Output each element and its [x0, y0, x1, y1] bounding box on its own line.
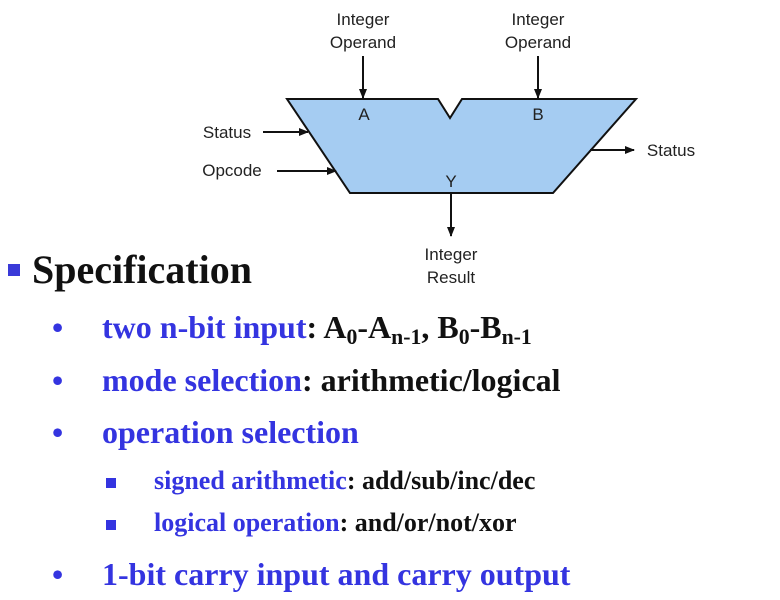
status-out-label: Status	[647, 141, 695, 160]
port-a-label: A	[358, 105, 370, 124]
item-a-subn: n-1	[391, 325, 422, 350]
item-dash2: -B	[469, 309, 502, 345]
round-bullet-icon: •	[52, 309, 64, 345]
opcode-in-label: Opcode	[202, 161, 262, 180]
item-label: two n-bit input	[102, 309, 307, 345]
input-a-label-line1: Integer	[337, 10, 390, 29]
alu-diagram: Integer Operand A Integer Operand B Stat…	[202, 10, 695, 287]
result-label-line1: Integer	[425, 245, 478, 264]
item-rest: : arithmetic/logical	[301, 362, 561, 398]
item-comma: , B	[421, 309, 459, 345]
input-b-label-line1: Integer	[512, 10, 565, 29]
list-item: 1-bit carry input and carry output	[102, 556, 570, 593]
list-item: logical operation: and/or/not/xor	[154, 508, 517, 538]
round-bullet-icon: •	[52, 414, 64, 450]
item-b-subn: n-1	[501, 325, 532, 350]
small-square-bullet-icon	[106, 478, 116, 488]
item-b-sub0: 0	[458, 325, 470, 350]
item-label: operation selection	[102, 414, 359, 450]
port-b-label: B	[532, 105, 543, 124]
list-item: signed arithmetic: add/sub/inc/dec	[154, 466, 535, 496]
round-bullet-icon: •	[52, 362, 64, 398]
list-item: operation selection	[102, 414, 359, 451]
list-item: mode selection: arithmetic/logical	[102, 362, 561, 399]
input-b-label-line2: Operand	[505, 33, 571, 52]
item-a-sub0: 0	[346, 325, 358, 350]
item-rest: : add/sub/inc/dec	[346, 466, 536, 495]
item-label: mode selection	[102, 362, 302, 398]
item-rest: : and/or/not/xor	[339, 508, 517, 537]
square-bullet-icon	[8, 263, 20, 276]
input-a-label-line2: Operand	[330, 33, 396, 52]
spec-heading-text: Specification	[32, 247, 252, 292]
spec-heading: Specification	[8, 246, 252, 293]
port-y-label: Y	[445, 172, 456, 191]
item-dash1: -A	[357, 309, 392, 345]
alu-shape	[285, 98, 639, 194]
small-square-bullet-icon	[106, 520, 116, 530]
result-label-line2: Result	[427, 268, 475, 287]
list-item: two n-bit input: A0-An-1, B0-Bn-1	[102, 309, 532, 350]
item-label: 1-bit carry input and carry output	[102, 556, 571, 592]
item-a: A	[323, 309, 347, 345]
status-in-label: Status	[203, 123, 251, 142]
round-bullet-icon: •	[52, 556, 64, 592]
item-label: logical operation	[154, 508, 340, 537]
item-label: signed arithmetic	[154, 466, 347, 495]
item-colon: :	[306, 309, 324, 345]
